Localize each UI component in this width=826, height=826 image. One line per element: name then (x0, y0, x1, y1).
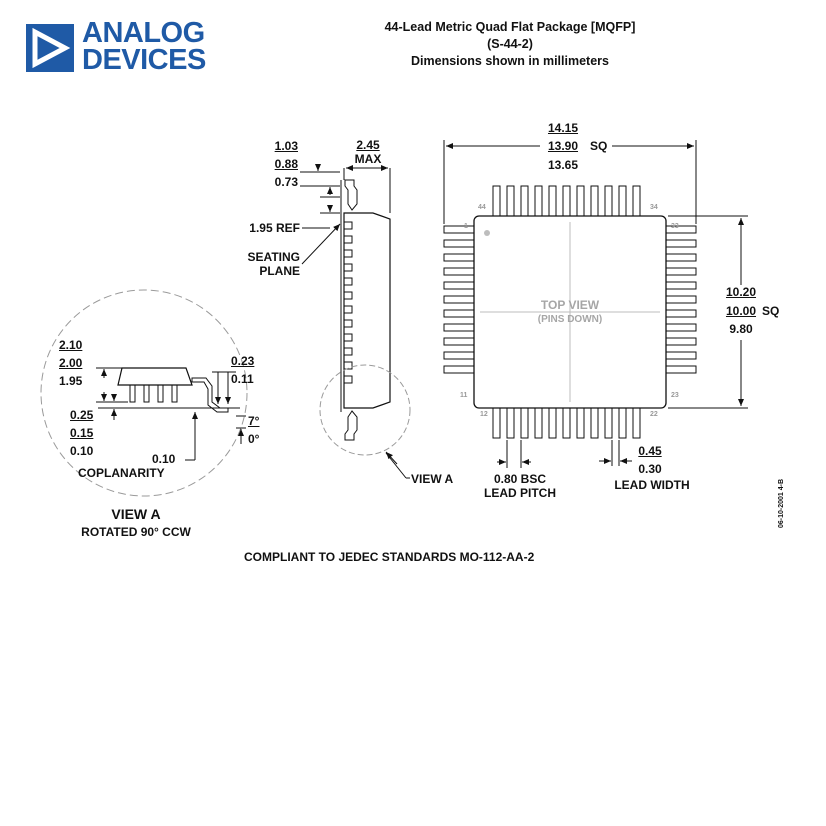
pin-23-label: 23 (671, 392, 679, 399)
dim-2-00: 2.00 (59, 356, 83, 370)
dim-1-95: 1.95 (59, 374, 83, 388)
dim-9-80: 9.80 (729, 322, 753, 336)
pin-22-label: 22 (650, 411, 658, 418)
logo-wordmark: ANALOG DEVICES (82, 17, 206, 76)
right-leads (665, 225, 697, 374)
logo-mark (26, 24, 74, 72)
lead-width-0-30: 0.30 (638, 462, 662, 476)
top-leads (492, 185, 641, 217)
top-view-label: TOP VIEW (540, 298, 600, 312)
dim-2-10: 2.10 (59, 338, 83, 352)
bottom-leads (492, 407, 641, 439)
package-code: (S-44-2) (487, 37, 533, 51)
view-a-callout: VIEW A (411, 472, 454, 486)
jedec-compliance: COMPLIANT TO JEDEC STANDARDS MO-112-AA-2 (244, 550, 535, 564)
pin-1-label: 1 (464, 223, 468, 230)
pin-44-label: 44 (478, 204, 486, 211)
package-title: 44-Lead Metric Quad Flat Package [MQFP] (384, 20, 636, 34)
sq-label-top: SQ (590, 139, 608, 153)
logo-line-1: ANALOG (82, 17, 205, 49)
lead-width-label: LEAD WIDTH (614, 478, 690, 492)
angle-0-deg: 0° (248, 432, 260, 446)
pin-12-label: 12 (480, 411, 488, 418)
logo-line-2: DEVICES (82, 44, 206, 76)
dim-13-65: 13.65 (547, 158, 579, 172)
dim-0-10: 0.10 (70, 444, 94, 458)
coplanarity-value: 0.10 (152, 452, 176, 466)
dim-0-15: 0.15 (70, 426, 94, 440)
pin-33-label: 33 (671, 223, 679, 230)
dim-10-00: 10.00 (725, 304, 757, 318)
dim-0-23: 0.23 (231, 354, 255, 368)
angle-7-deg: 7° (248, 414, 260, 428)
dim-1-03: 1.03 (274, 139, 298, 153)
dim-0-73: 0.73 (274, 175, 298, 189)
dim-max-label: MAX (354, 152, 382, 166)
dim-13-90: 13.90 (547, 139, 579, 153)
pins-down-label: (PINS DOWN) (537, 314, 603, 325)
dim-0-11: 0.11 (231, 372, 254, 386)
dim-0-25: 0.25 (70, 408, 94, 422)
pin-11-label: 11 (460, 392, 468, 399)
seating-plane-label-2: PLANE (259, 264, 300, 278)
coplanarity-label: COPLANARITY (78, 466, 165, 480)
seating-plane-label-1: SEATING (247, 250, 300, 264)
lead-pitch-value: 0.80 BSC (493, 472, 547, 486)
dim-0-88: 0.88 (274, 157, 298, 171)
view-a-subtitle: ROTATED 90° CCW (81, 525, 191, 539)
units-note: Dimensions shown in millimeters (411, 54, 609, 68)
left-leads (443, 225, 475, 374)
sq-label-right: SQ (762, 304, 780, 318)
document-id: 06-10-2001 4-B (778, 478, 785, 528)
view-a-title: VIEW A (111, 506, 161, 522)
dim-10-20: 10.20 (725, 285, 757, 299)
dim-1-95-ref: 1.95 REF (249, 221, 300, 235)
dim-2-45: 2.45 (356, 138, 380, 152)
lead-pitch-label: LEAD PITCH (484, 486, 556, 500)
pin-34-label: 34 (650, 204, 658, 211)
dim-14-15: 14.15 (547, 121, 579, 135)
lead-width-0-45: 0.45 (638, 444, 662, 458)
logo-triangle-icon (32, 27, 71, 69)
side-leads (343, 221, 353, 384)
